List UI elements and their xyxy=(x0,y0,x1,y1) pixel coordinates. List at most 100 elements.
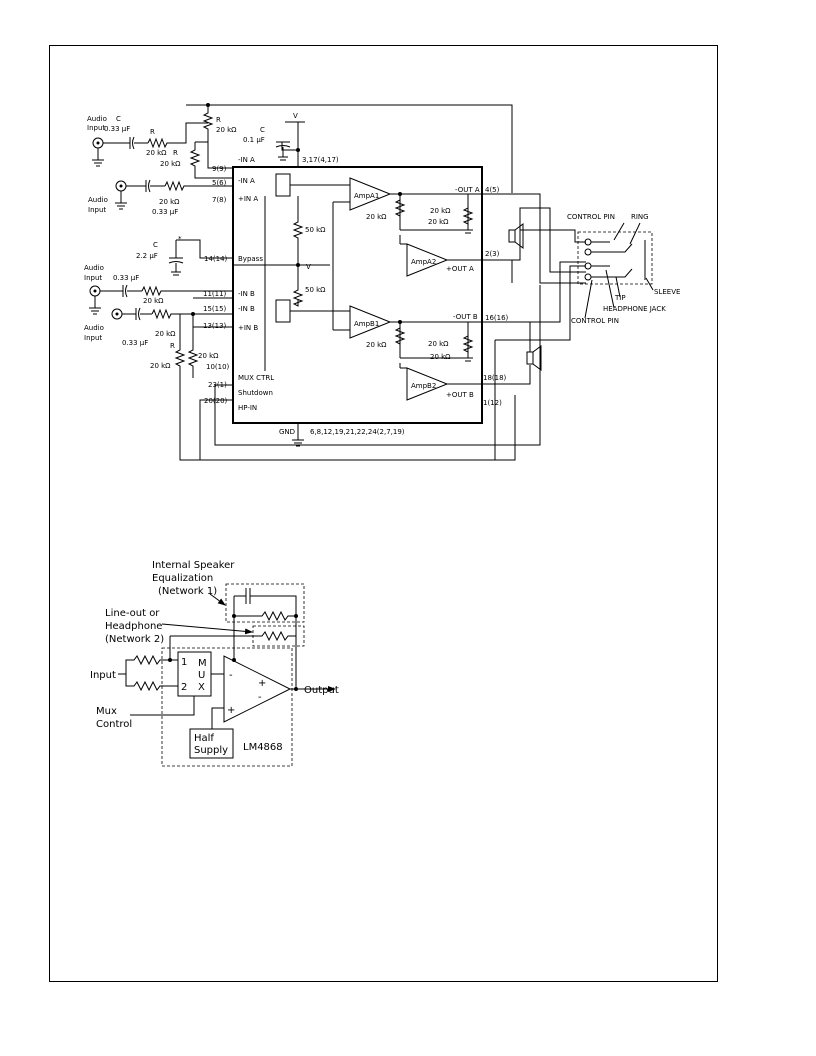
rf-a-value: 20 kΩ xyxy=(216,126,237,134)
label-lineout: Line-out or xyxy=(105,608,160,619)
audio-input-a1-label: Audio xyxy=(87,115,107,123)
r20-b3: 20 kΩ xyxy=(430,353,451,361)
pin-14: 14(14) xyxy=(204,255,228,263)
network-1-box xyxy=(225,583,305,623)
label-control: Control xyxy=(96,719,132,730)
label-out-a-minus: -OUT A xyxy=(455,186,480,194)
vdd-label: V xyxy=(293,112,298,120)
pin-20: 20(20) xyxy=(204,397,228,405)
output-plus: + xyxy=(258,678,266,689)
pin-15: 15(15) xyxy=(203,305,227,313)
r20-a3: 20 kΩ xyxy=(430,207,451,215)
label-internal-speaker: Internal Speaker xyxy=(152,560,235,571)
ic-body xyxy=(232,166,483,424)
rf-b-label: R xyxy=(170,342,175,350)
audio-input-b2-label2: Input xyxy=(84,334,102,342)
vdd-pins: 3,17(4,17) xyxy=(302,156,339,164)
amp-b1-label: AmpB1 xyxy=(354,320,379,328)
ci-a1-label: C xyxy=(116,115,121,123)
mux-x: X xyxy=(198,682,205,693)
headphone-jack-box xyxy=(577,231,653,285)
mux-m: M xyxy=(198,658,207,669)
speaker-a-icon xyxy=(508,229,516,243)
audio-input-a2-label2: Input xyxy=(88,206,106,214)
rf-b-value: 20 kΩ xyxy=(150,362,171,370)
jack-sleeve: SLEEVE xyxy=(654,288,680,296)
label-output: Output xyxy=(304,685,339,696)
jack-control-pin-top: CONTROL PIN xyxy=(567,213,615,221)
pin-11: 11(11) xyxy=(203,290,227,298)
label-lm4868: LM4868 xyxy=(243,742,283,753)
pin-5: 5(6) xyxy=(212,179,227,187)
label-hp-in: HP-IN xyxy=(238,404,257,412)
audio-input-a1-label2: Input xyxy=(87,124,105,132)
pin-16: 16(16) xyxy=(485,314,509,322)
label-in-a2: -IN A xyxy=(238,156,255,164)
amp-a2 xyxy=(406,243,449,277)
amp-a1-label: AmpA1 xyxy=(354,192,379,200)
ri-b1-value: 20 kΩ xyxy=(143,297,164,305)
mux-a xyxy=(275,173,291,197)
audio-input-b1-label2: Input xyxy=(84,274,102,282)
r50-top: 50 kΩ xyxy=(305,226,326,234)
op-amp xyxy=(223,655,292,723)
amp-a1 xyxy=(349,177,392,211)
r20-b2: 20 kΩ xyxy=(428,340,449,348)
rf-b2-value: 20 kΩ xyxy=(198,352,219,360)
rf-a-label: R xyxy=(216,116,221,124)
gnd-pins: 6,8,12,19,21,22,24(2,7,19) xyxy=(310,428,405,436)
label-in-a1: -IN A xyxy=(238,177,255,185)
jack-ring: RING xyxy=(631,213,649,221)
pin-13: 13(13) xyxy=(203,322,227,330)
ri-b2-value: 20 kΩ xyxy=(155,330,176,338)
gnd-label: GND xyxy=(279,428,295,436)
mux-b xyxy=(275,299,291,323)
op-amp-plus: + xyxy=(227,705,235,716)
amp-b2 xyxy=(406,367,449,401)
label-supply: Supply xyxy=(194,745,228,756)
audio-input-b1-label: Audio xyxy=(84,264,104,272)
label-out-a-plus: +OUT A xyxy=(446,265,474,273)
label-input: Input xyxy=(90,670,116,681)
ci-a1-value: 0.33 μF xyxy=(104,125,130,133)
op-amp-minus: - xyxy=(229,670,233,681)
cb-label: C xyxy=(153,241,158,249)
audio-input-a2-label: Audio xyxy=(88,196,108,204)
label-network-1: (Network 1) xyxy=(158,586,217,597)
jack-control-pin-bottom: CONTROL PIN xyxy=(571,317,619,325)
cb-value: 2.2 μF xyxy=(136,252,158,260)
cs-value: 0.1 μF xyxy=(243,136,265,144)
label-network-2: (Network 2) xyxy=(105,634,164,645)
r20-b1: 20 kΩ xyxy=(366,341,387,349)
label-mux: Mux xyxy=(96,706,117,717)
label-in-b2: -IN B xyxy=(238,290,255,298)
cs-label: C xyxy=(260,126,265,134)
jack-tip: TIP xyxy=(614,294,626,302)
half-supply-box xyxy=(189,728,234,759)
ri-a2-value: 20 kΩ xyxy=(159,198,180,206)
label-shutdown: Shutdown xyxy=(238,389,273,397)
amp-a2-label: AmpA2 xyxy=(411,258,436,266)
r50-bottom: 50 kΩ xyxy=(305,286,326,294)
application-circuit-diagram: Audio Input C 0.33 μF R 20 kΩ Audio Inpu… xyxy=(84,103,680,461)
amp-b1 xyxy=(349,305,392,339)
pin-9: 9(9) xyxy=(212,165,227,173)
cb-star: * xyxy=(178,235,182,243)
rf-a2-value: 20 kΩ xyxy=(160,160,181,168)
pin-4: 4(5) xyxy=(485,186,500,194)
ci-b1-value: 0.33 μF xyxy=(113,274,139,282)
mux-u: U xyxy=(198,670,205,681)
ci-a2-value: 0.33 μF xyxy=(152,208,178,216)
label-bypass: Bypass xyxy=(238,255,263,263)
label-in-b-plus: +IN B xyxy=(238,324,258,332)
vdd-half: V xyxy=(306,263,311,271)
r20-a2: 20 kΩ xyxy=(428,218,449,226)
ri-a1-value: 20 kΩ xyxy=(146,149,167,157)
pin-1: 1(12) xyxy=(483,399,502,407)
jack-headphone-jack: HEADPHONE JACK xyxy=(603,305,666,313)
speaker-b-icon xyxy=(526,351,534,365)
amp-b2-label: AmpB2 xyxy=(411,382,436,390)
ri-a1-label: R xyxy=(150,128,155,136)
label-in-a-plus: +IN A xyxy=(238,195,258,203)
output-minus: - xyxy=(258,692,262,703)
